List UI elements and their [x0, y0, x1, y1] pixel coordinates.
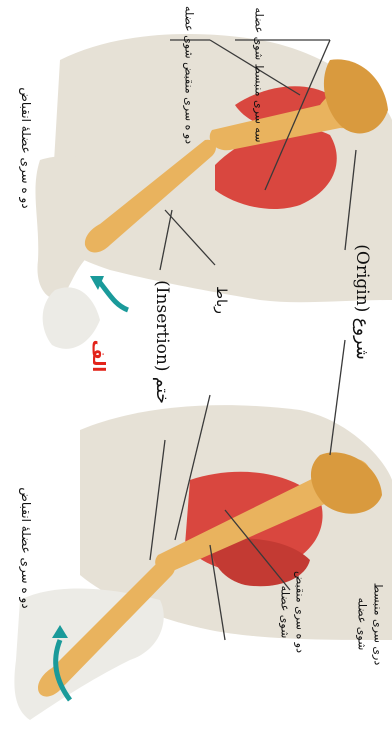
bottom-arm-illustration [14, 405, 392, 720]
flexion-caption-top: دو ه سری عضلهٔ انقباض [19, 87, 33, 208]
flexion-caption-bottom: دو ه سری عضلهٔ انقباض [19, 487, 33, 608]
alef-label: الف [88, 340, 108, 372]
biceps-contracted-bottom-line2: شوی عضله [279, 586, 292, 639]
origin-label: (Origin) شروع [352, 244, 372, 359]
triceps-relaxed-bottom-line2: شوی عضله [356, 598, 369, 651]
triceps-relaxed-bottom-line1: دری سری منبسط [372, 583, 385, 666]
insertion-label: (Insertion) ختم [152, 280, 172, 404]
biceps-contracted-label-top: دو ه سری منقبض شوی عضله [183, 6, 196, 144]
biceps-contracted-bottom-line1: دو ه سری منقبض [294, 571, 307, 653]
triceps-relaxed-label-top: سه سری منبسط شوی عضله [253, 8, 266, 143]
ligament-label: رباط [213, 286, 229, 314]
top-flexion-arrow [98, 280, 128, 310]
